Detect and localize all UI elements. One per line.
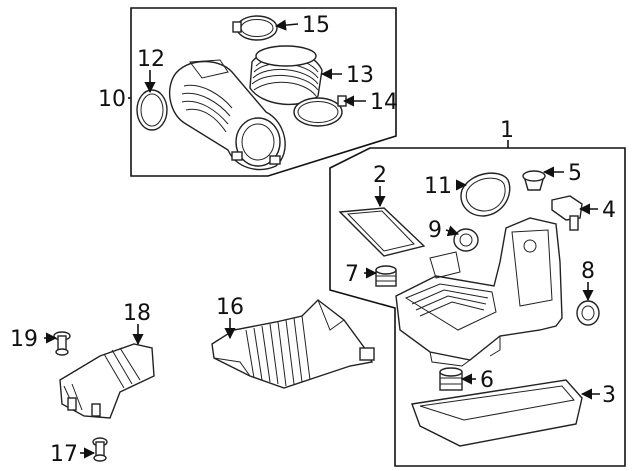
callout-19: 19 <box>10 327 38 352</box>
resonator-duct-16 <box>211 299 375 389</box>
group-box-intake-duct <box>130 7 397 177</box>
filter-element-2 <box>338 207 426 257</box>
callout-11: 11 <box>424 174 452 199</box>
callout-6: 6 <box>480 368 494 393</box>
push-clip-17 <box>92 437 108 462</box>
grommet-7 <box>375 265 397 287</box>
callout-9-arrow <box>445 225 460 237</box>
air-filter-3 <box>411 379 583 447</box>
callout-5: 5 <box>568 161 582 186</box>
callout-4: 4 <box>602 198 616 223</box>
callout-15: 15 <box>302 13 330 38</box>
callout-15-arrow <box>274 19 299 31</box>
grommet-5 <box>522 170 546 191</box>
grommet-6 <box>439 367 463 391</box>
callout-2: 2 <box>373 163 387 188</box>
seal-8 <box>576 300 600 326</box>
bellows-hose-13 <box>249 45 323 106</box>
callout-10: 10 <box>98 87 126 112</box>
group-box-air-cleaner-assembly <box>329 147 626 467</box>
callout-17: 17 <box>50 442 78 467</box>
callout-1: 1 <box>500 118 514 143</box>
callout-7: 7 <box>345 262 359 287</box>
callout-12: 12 <box>137 47 165 72</box>
air-cleaner-housing <box>395 217 563 367</box>
push-clip-19 <box>53 331 71 356</box>
callout-16: 16 <box>216 295 244 320</box>
callout-3: 3 <box>602 383 616 408</box>
callout-18: 18 <box>123 301 151 326</box>
callout-9: 9 <box>428 218 442 243</box>
duct-18 <box>59 343 155 419</box>
sensor-4 <box>551 195 583 231</box>
gasket-11 <box>460 172 511 217</box>
callout-14: 14 <box>370 90 398 115</box>
callout-8: 8 <box>581 259 595 284</box>
intake-duct-10 <box>168 59 286 171</box>
callout-13: 13 <box>346 63 374 88</box>
bushing-9 <box>453 228 479 252</box>
clamp-ring-15 <box>232 15 278 41</box>
seal-ring-12 <box>136 89 168 131</box>
